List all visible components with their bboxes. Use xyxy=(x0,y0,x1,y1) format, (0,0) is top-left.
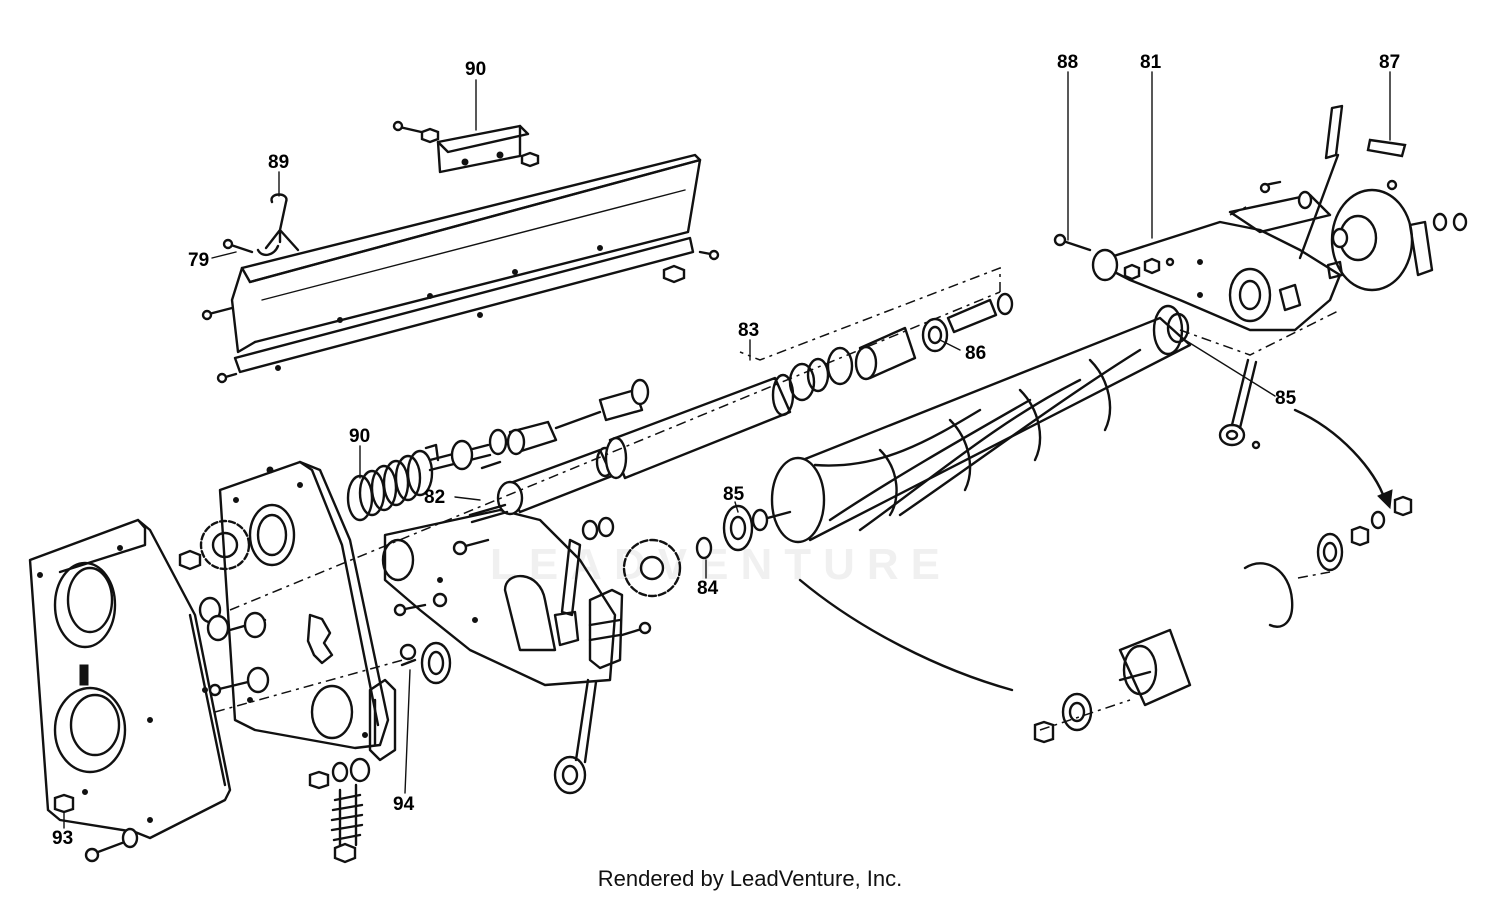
callout-82: 82 xyxy=(424,487,445,508)
right-adjuster-rod xyxy=(1218,358,1261,450)
leader-lines xyxy=(63,71,1391,829)
dashed-center-lines xyxy=(214,204,1341,731)
right-end-parts xyxy=(1243,495,1413,628)
right-side-plate xyxy=(1091,220,1342,332)
callout-86: 86 xyxy=(965,343,986,364)
adjuster-spring xyxy=(330,678,397,864)
bed-knife-bar xyxy=(230,153,702,374)
callout-89: 89 xyxy=(268,152,289,173)
shaft-bearings xyxy=(788,292,1014,402)
callout-90-top: 90 xyxy=(465,59,486,80)
callout-labels: 90 89 79 83 90 82 85 84 88 81 87 86 85 9… xyxy=(52,52,1400,849)
callout-90-left: 90 xyxy=(349,426,370,447)
callout-81: 81 xyxy=(1140,52,1162,73)
assembly-arrows xyxy=(798,408,1393,692)
spring-clip xyxy=(222,193,300,257)
callout-84: 84 xyxy=(697,578,719,599)
gear-housing xyxy=(218,460,390,750)
outer-gear-cover xyxy=(28,518,232,840)
callout-93: 93 xyxy=(52,828,73,849)
callout-94: 94 xyxy=(393,794,415,815)
callout-85-left: 85 xyxy=(723,484,745,505)
bar-bolts xyxy=(201,249,720,384)
inner-side-plate xyxy=(381,508,617,687)
callout-79: 79 xyxy=(188,250,209,271)
credit-line: Rendered by LeadVenture, Inc. xyxy=(597,866,903,891)
callout-85-right: 85 xyxy=(1275,388,1297,409)
top-bracket xyxy=(392,120,540,174)
front-adjuster xyxy=(393,516,652,795)
callout-87: 87 xyxy=(1379,52,1400,73)
lower-reel-end xyxy=(1033,628,1192,744)
cutting-reel xyxy=(722,304,1192,552)
left-hardware xyxy=(53,549,371,863)
right-drive-hub xyxy=(1228,104,1468,292)
callout-83: 83 xyxy=(738,320,759,341)
small-sprocket xyxy=(622,536,713,598)
right-hardware xyxy=(1053,138,1407,281)
sprocket-large xyxy=(199,519,251,571)
callout-88: 88 xyxy=(1057,52,1078,73)
reel-bearing-right xyxy=(1166,312,1190,344)
drive-shaft xyxy=(424,378,650,472)
reel-shaft-tube xyxy=(468,446,615,524)
